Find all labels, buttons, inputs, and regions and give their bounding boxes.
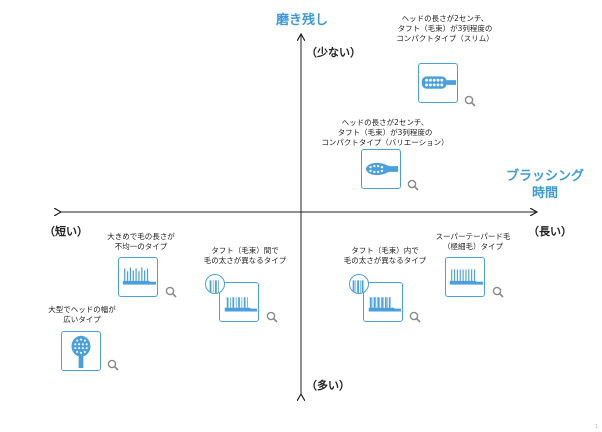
horizontal-axis-right-label: （長い） [528, 225, 572, 238]
mixed-thickness-within-tuft-brush-icon [363, 282, 403, 322]
caption-mixed-between-tufts: タフト（毛束）間で毛の太さが異なるタイプ [203, 246, 287, 265]
magnifier-icon [409, 308, 421, 323]
magnifier-icon [407, 176, 419, 191]
magnifier-icon [107, 356, 119, 371]
vertical-axis-title: 磨き残し [276, 13, 329, 28]
horizontal-axis-title-line2: 時間 [531, 186, 558, 201]
magnifier-icon [266, 308, 278, 323]
vertical-axis-top-label: （少ない） [306, 46, 361, 59]
caption-wide-head: 大型でヘッドの幅が広いタイプ [48, 305, 116, 324]
horizontal-axis-title-line1: ブラッシング [505, 169, 584, 184]
vertical-axis-bottom-label: （多い） [306, 379, 350, 392]
super-tapered-brush-icon [445, 257, 485, 297]
variation-compact-brush-icon [361, 149, 401, 189]
zoom-detail-icon [205, 274, 225, 294]
slim-compact-brush-icon [418, 63, 458, 103]
caption-mixed-within-tuft: タフト（毛束）内で毛の太さが異なるタイプ [343, 246, 427, 265]
uneven-length-brush-icon [118, 257, 158, 297]
caption-super-tapered: スーパーテーパード毛（極細毛）タイプ [435, 232, 511, 251]
mixed-thickness-between-tufts-brush-icon [219, 282, 259, 322]
horizontal-axis-left-label: （短い） [44, 225, 88, 238]
zoom-detail-icon [349, 274, 369, 294]
caption-variation-compact: ヘッドの長さが2センチ、タフト（毛束）が3列程度のコンパクトタイプ（バリエーショ… [321, 118, 449, 147]
wide-head-brush-icon [61, 331, 101, 371]
magnifier-icon [165, 283, 177, 298]
magnifier-icon [464, 92, 476, 107]
caption-slim-compact: ヘッドの長さが2センチ、タフト（毛束）が3列程度のコンパクトタイプ（スリム） [396, 14, 494, 43]
page-number: 1 [594, 424, 598, 430]
horizontal-axis-title: ブラッシング 時間 [500, 168, 590, 202]
magnifier-icon [492, 283, 504, 298]
caption-uneven-length: 大きめで毛の長さが不均一のタイプ [107, 232, 175, 251]
